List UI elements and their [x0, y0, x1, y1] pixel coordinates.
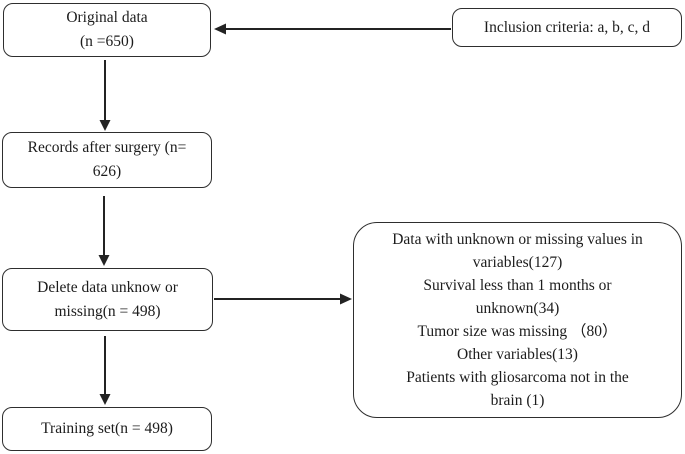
- arrow-records-to-delete: [98, 196, 110, 266]
- box-inclusion-line-1: Inclusion criteria: a, b, c, d: [483, 18, 651, 36]
- box-exclusion-reasons: Data with unknown or missing values in v…: [353, 222, 682, 418]
- box-delete-missing-data: Delete data unknow or missing(n = 498): [2, 268, 213, 331]
- arrow-delete-to-exclusions: [214, 293, 352, 305]
- box-exclusions-line-4: unknown(34): [475, 300, 560, 317]
- box-exclusions-line-2: variables(127): [472, 254, 563, 271]
- arrow-inclusion-to-original: [214, 23, 451, 35]
- box-exclusions-line-7: Patients with gliosarcoma not in the: [406, 369, 629, 386]
- box-delete-line-1: Delete data unknow or: [37, 278, 178, 296]
- box-exclusions-line-1: Data with unknown or missing values in: [392, 231, 643, 248]
- box-records-line-1: Records after surgery (n=: [27, 139, 187, 156]
- box-training-line-1: Training set(n = 498): [41, 420, 173, 437]
- box-original-line-1: Original data: [66, 9, 148, 26]
- box-training-set: Training set(n = 498): [2, 407, 212, 451]
- box-records-after-surgery: Records after surgery (n= 626): [2, 132, 212, 188]
- box-exclusions-line-6: Other variables(13): [457, 346, 578, 363]
- box-original-line-2: (n =650): [80, 33, 134, 50]
- box-exclusions-line-8: brain (1): [490, 392, 545, 409]
- arrow-delete-to-training: [99, 336, 111, 405]
- box-exclusions-line-3: Survival less than 1 months or: [423, 277, 612, 294]
- box-exclusions-line-5: Tumor size was missing （80）: [417, 323, 618, 340]
- box-original-data: Original data (n =650): [3, 3, 211, 57]
- box-inclusion-criteria: Inclusion criteria: a, b, c, d: [452, 8, 682, 47]
- arrow-original-to-records: [99, 60, 111, 131]
- box-delete-line-2: missing(n = 498): [54, 302, 161, 320]
- box-records-line-2: 626): [92, 163, 122, 180]
